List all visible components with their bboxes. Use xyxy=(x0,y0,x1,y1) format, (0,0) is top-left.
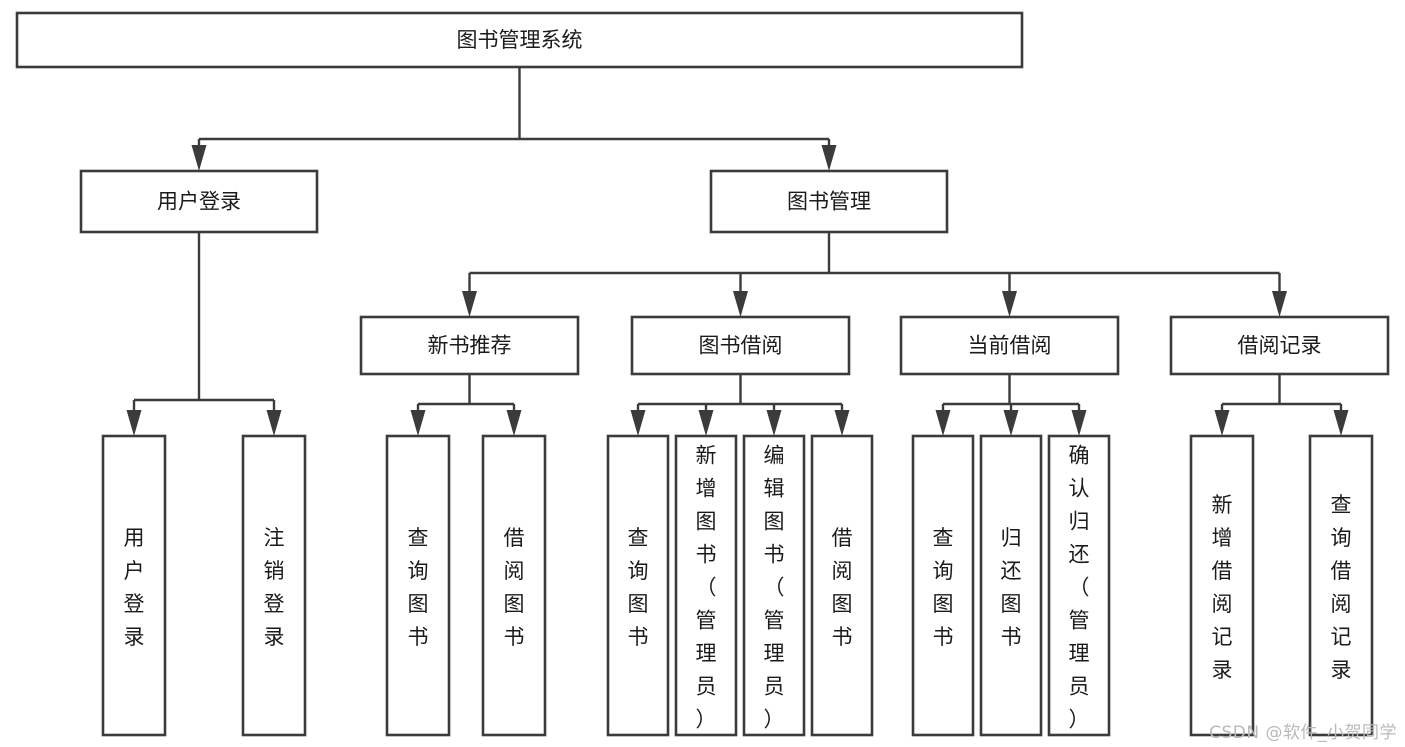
node-box xyxy=(359,315,580,376)
node-label: 新书推荐 xyxy=(428,334,512,358)
node-user-login[interactable]: 用户登录 xyxy=(79,169,319,234)
edge-arrowhead xyxy=(698,410,714,436)
node-box xyxy=(481,434,547,737)
edge-arrowhead xyxy=(1071,410,1087,436)
node-label: 查询图书 xyxy=(933,526,954,649)
node-label: 确认归还（管理员） xyxy=(1069,444,1090,732)
node-leaf-return-book[interactable]: 归还图书 xyxy=(979,434,1043,737)
node-label: 归还图书 xyxy=(1001,526,1022,649)
node-label: 编辑图书（管理员） xyxy=(764,444,785,732)
node-label: 新增图书（管理员） xyxy=(696,444,717,732)
node-box xyxy=(979,434,1043,737)
node-leaf-query-record[interactable]: 查询借阅记录 xyxy=(1308,434,1374,737)
nodes-layer: 图书管理系统用户登录图书管理新书推荐图书借阅当前借阅借阅记录用户登录注销登录查询… xyxy=(15,11,1390,737)
node-leaf-borrow-book-1[interactable]: 借阅图书 xyxy=(481,434,547,737)
edge-arrowhead xyxy=(630,410,646,436)
edge-arrowhead xyxy=(191,145,207,171)
node-box xyxy=(911,434,975,737)
node-label: 查询借阅记录 xyxy=(1331,493,1352,682)
node-label: 新增借阅记录 xyxy=(1212,493,1233,682)
node-borrow-record[interactable]: 借阅记录 xyxy=(1169,315,1390,376)
edge-arrowhead xyxy=(1003,410,1019,436)
node-leaf-user-logout[interactable]: 注销登录 xyxy=(241,434,307,737)
node-label: 注销登录 xyxy=(264,526,285,649)
node-leaf-add-record[interactable]: 新增借阅记录 xyxy=(1189,434,1255,737)
edge-arrowhead xyxy=(821,145,837,171)
edge-arrowhead xyxy=(1333,410,1349,436)
edge-arrowhead xyxy=(733,291,748,317)
node-book-manage[interactable]: 图书管理 xyxy=(709,169,949,234)
edge-arrowhead xyxy=(935,410,951,436)
node-box xyxy=(1189,434,1255,737)
node-box xyxy=(709,169,949,234)
node-label: 用户登录 xyxy=(124,526,145,649)
node-label: 借阅图书 xyxy=(504,526,525,649)
node-label: 借阅图书 xyxy=(832,526,853,649)
edge-arrowhead xyxy=(1002,291,1017,317)
node-root[interactable]: 图书管理系统 xyxy=(15,11,1024,69)
node-box xyxy=(1308,434,1374,737)
node-leaf-query-book-3[interactable]: 查询图书 xyxy=(911,434,975,737)
edge-arrowhead xyxy=(462,291,477,317)
node-new-book-rec[interactable]: 新书推荐 xyxy=(359,315,580,376)
node-label: 当前借阅 xyxy=(968,334,1052,358)
node-leaf-edit-book[interactable]: 编辑图书（管理员） xyxy=(742,434,806,737)
node-box xyxy=(241,434,307,737)
node-leaf-query-book-2[interactable]: 查询图书 xyxy=(606,434,670,737)
node-box xyxy=(101,434,167,737)
node-box xyxy=(742,434,806,737)
node-box xyxy=(1169,315,1390,376)
node-book-borrow[interactable]: 图书借阅 xyxy=(630,315,851,376)
edge-arrowhead xyxy=(126,410,142,436)
edge-arrowhead xyxy=(410,410,426,436)
node-box xyxy=(810,434,874,737)
node-label: 图书管理 xyxy=(787,190,871,214)
node-current-borrow[interactable]: 当前借阅 xyxy=(899,315,1120,376)
node-leaf-user-login[interactable]: 用户登录 xyxy=(101,434,167,737)
node-box xyxy=(79,169,319,234)
node-label: 查询图书 xyxy=(408,526,429,649)
node-box xyxy=(1047,434,1111,737)
node-box xyxy=(630,315,851,376)
node-leaf-borrow-book-2[interactable]: 借阅图书 xyxy=(810,434,874,737)
edge-arrowhead xyxy=(506,410,522,436)
node-box xyxy=(606,434,670,737)
node-label: 查询图书 xyxy=(628,526,649,649)
node-label: 借阅记录 xyxy=(1238,334,1322,358)
node-leaf-confirm-return[interactable]: 确认归还（管理员） xyxy=(1047,434,1111,737)
node-box xyxy=(899,315,1120,376)
node-label: 用户登录 xyxy=(157,190,241,214)
csdn-watermark: CSDN @软件_小贺同学 xyxy=(1209,723,1397,743)
node-label: 图书借阅 xyxy=(699,334,783,358)
edge-arrowhead xyxy=(1214,410,1230,436)
edge-arrowhead xyxy=(766,410,782,436)
edge-arrowhead xyxy=(834,410,850,436)
node-leaf-add-book[interactable]: 新增图书（管理员） xyxy=(674,434,738,737)
edges-layer xyxy=(126,67,1349,436)
node-box xyxy=(674,434,738,737)
node-box xyxy=(385,434,451,737)
node-label: 图书管理系统 xyxy=(457,28,583,52)
edge-arrowhead xyxy=(1272,291,1287,317)
node-box xyxy=(15,11,1024,69)
node-leaf-query-book-1[interactable]: 查询图书 xyxy=(385,434,451,737)
edge-arrowhead xyxy=(266,410,282,436)
